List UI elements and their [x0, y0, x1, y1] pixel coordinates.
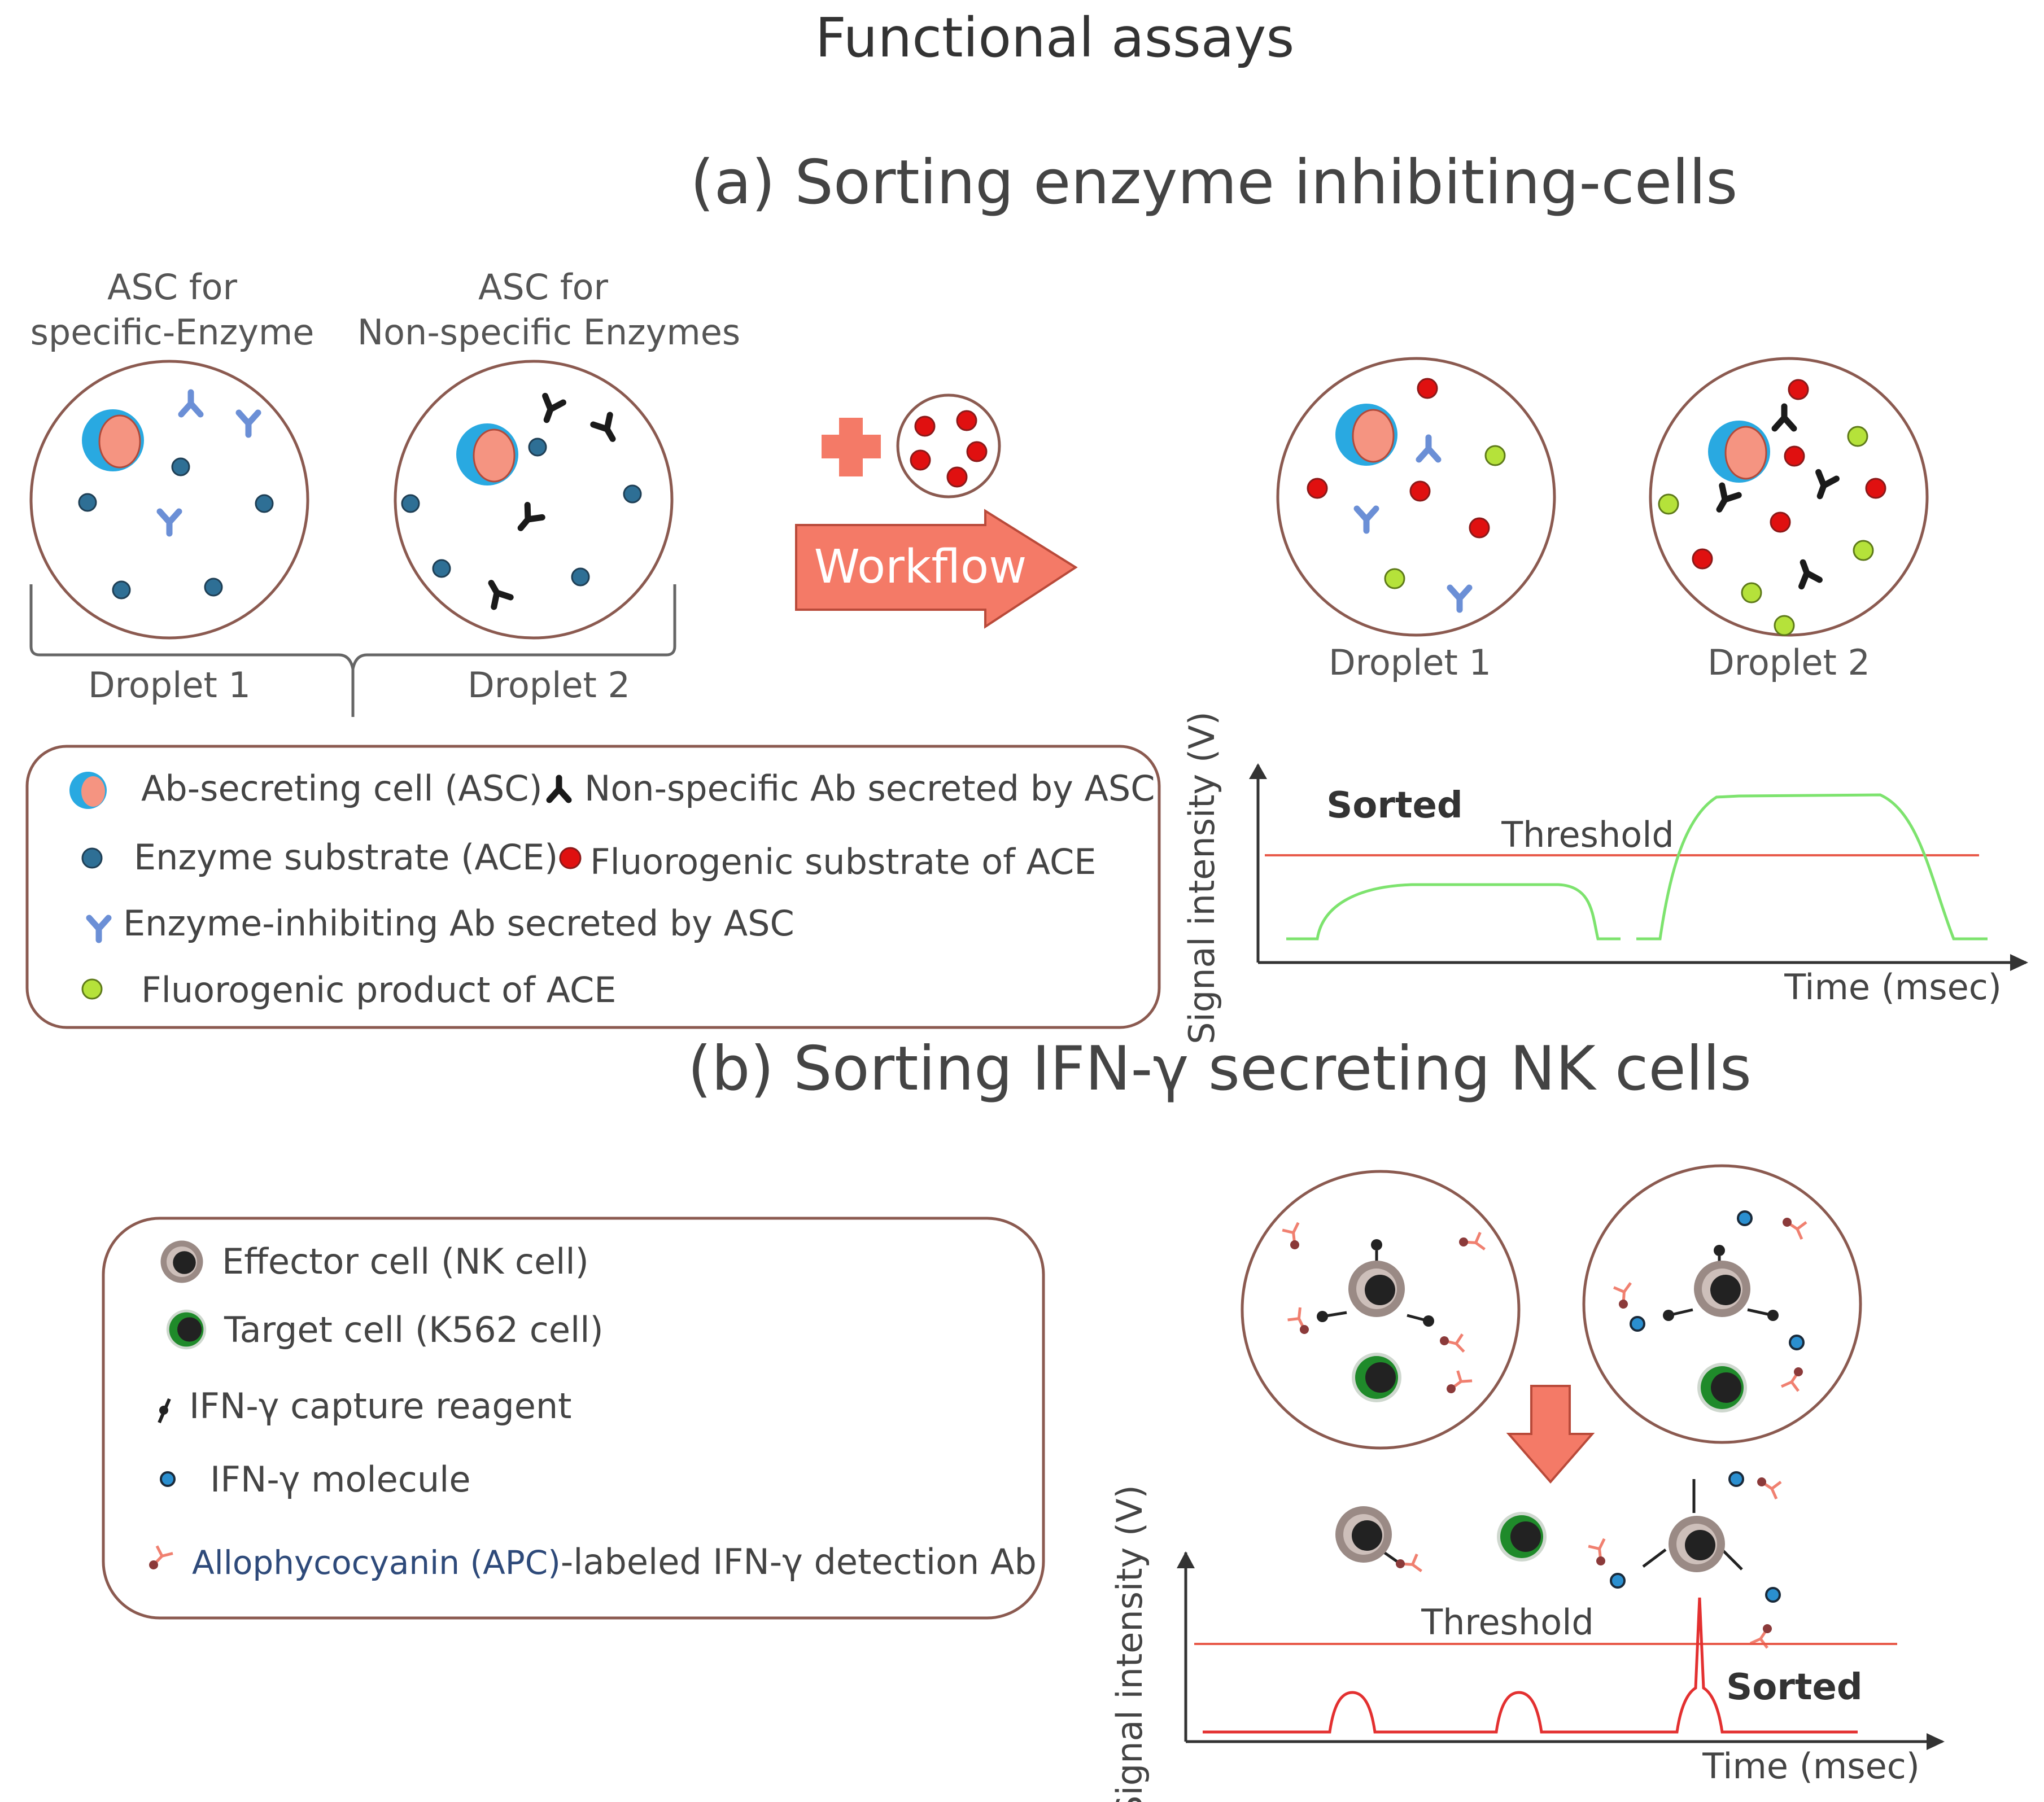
legend-target: Target cell (K562 cell) [224, 1309, 604, 1350]
substrate-legend-icon [81, 847, 103, 869]
apc-ab [1394, 1550, 1425, 1581]
fluorogenic-substrates [1307, 378, 1490, 539]
chart-b-threshold-label: Threshold [1421, 1602, 1594, 1643]
target-cell-legend-icon [166, 1309, 207, 1350]
droplet-1-before [29, 360, 309, 640]
fluorogenic-products [1658, 426, 1874, 636]
chart-a-xlabel: Time (msec) [1784, 966, 2002, 1008]
nk-cell [1669, 1516, 1725, 1572]
chart-a-sorted-label: Sorted [1326, 785, 1462, 826]
signal-peak-2 [1636, 793, 1988, 941]
inhibiting-ab-legend-icon [89, 918, 108, 940]
legend-panel-b: Effector cell (NK cell) Target cell (K56… [102, 1217, 1045, 1620]
legend-inhibiting-ab: Enzyme-inhibiting Ab secreted by ASC [123, 903, 794, 944]
chart-a-ylabel: Signal intensity (V) [1181, 711, 1222, 1044]
chart-b-sorted-label: Sorted [1726, 1667, 1862, 1708]
plus-icon [822, 418, 881, 476]
droplet-brace [29, 584, 676, 717]
ifn-molecule [1737, 1210, 1753, 1226]
legend-product: Fluorogenic product of ACE [141, 969, 616, 1011]
apc-ab [1585, 1536, 1617, 1568]
enzyme-substrates [78, 457, 274, 600]
apc-ab [1445, 1369, 1474, 1398]
legend-asc: Ab-secreting cell (ASC) [141, 768, 543, 809]
fluorogenic-substrates [1692, 379, 1886, 570]
ifn-molecule [1610, 1573, 1626, 1589]
droplet-2-label-after: Droplet 2 [1707, 642, 1870, 683]
asc-nonspecific-label-1: ASC for [478, 266, 609, 308]
product-legend-icon [81, 978, 103, 1000]
ifn-molecule [1789, 1335, 1805, 1350]
droplet-b1 [1241, 1170, 1521, 1450]
droplet-2-label-before: Droplet 2 [468, 664, 630, 706]
signal-trace-b [1203, 1597, 1858, 1734]
droplet-1-label-after: Droplet 1 [1329, 642, 1491, 683]
apc-ab [1457, 1228, 1488, 1259]
apc-ab [1439, 1330, 1468, 1358]
ifn-molecule-legend-icon [160, 1471, 176, 1487]
nonspecific-ab-legend-icon [549, 778, 569, 800]
apc-ab [1610, 1279, 1640, 1310]
figure-title: Functional assays [815, 6, 1295, 69]
effector-cell-legend-icon [160, 1240, 203, 1283]
apc-ab [1279, 1219, 1311, 1252]
legend-effector: Effector cell (NK cell) [222, 1241, 589, 1282]
capture-reagent-legend-icon [158, 1398, 171, 1424]
apc-ab [1781, 1367, 1803, 1391]
target-cell [1497, 1512, 1547, 1562]
apc-ab-legend-icon [149, 1545, 174, 1572]
asc-cell [1708, 421, 1770, 483]
legend-molecule: IFN-γ molecule [210, 1459, 471, 1500]
flowing-cells [1335, 1471, 1781, 1648]
panel-b-title: (b) Sorting IFN-γ secreting NK cells [688, 1034, 1752, 1104]
legend-detection-part: -labeled IFN-γ detection Ab [561, 1541, 1037, 1582]
ifn-molecule [1630, 1316, 1645, 1332]
nonspecific-antibodies [483, 396, 621, 607]
droplet-b2 [1582, 1164, 1862, 1444]
asc-cell [82, 409, 144, 471]
legend-panel-a: Ab-secreting cell (ASC) Non-specific Ab … [25, 745, 1161, 1029]
droplet-1-after [1276, 357, 1556, 637]
workflow-arrow: Workflow [795, 509, 1078, 629]
chart-a-threshold-label: Threshold [1501, 814, 1674, 855]
droplet-1-label-before: Droplet 1 [88, 664, 251, 706]
ifn-molecule [1728, 1471, 1744, 1487]
legend-nonspecific-ab: Non-specific Ab secreted by ASC [584, 768, 1155, 809]
fluorogenic-substrate-droplet [896, 393, 1001, 498]
target-cell [1352, 1353, 1401, 1402]
droplet-2-before [394, 360, 674, 640]
legend-apc-part: Allophycocyanin (APC) [192, 1543, 561, 1582]
chart-panel-a: Signal intensity (V) Time (msec) Thresho… [1181, 711, 2028, 1044]
fluorogenic-products [1384, 445, 1506, 589]
chart-b-xlabel: Time (msec) [1702, 1746, 1920, 1787]
asc-cell [1335, 404, 1397, 466]
chart-panel-b: Signal intensity (V) Time (msec) Thresho… [1109, 1485, 1945, 1802]
workflow-label: Workflow [814, 540, 1027, 594]
fluoro-substrate-legend-icon [559, 847, 582, 869]
ifn-molecule [1765, 1587, 1781, 1603]
asc-nonspecific-label-2: Non-specific Enzymes [357, 312, 741, 353]
asc-specific-label-2: specific-Enzyme [30, 312, 315, 353]
asc-legend-icon [69, 772, 107, 809]
legend-substrate: Enzyme substrate (ACE) [134, 837, 558, 878]
nk-cell [1694, 1261, 1750, 1317]
nk-cell [1348, 1261, 1405, 1317]
down-arrow-icon [1506, 1385, 1595, 1484]
target-cell [1697, 1363, 1747, 1412]
asc-cell [456, 423, 518, 486]
chart-b-ylabel: Signal intensity (V) [1109, 1485, 1150, 1802]
signal-peak-1 [1286, 883, 1621, 941]
legend-fluorogenic-substrate: Fluorogenic substrate of ACE [590, 841, 1096, 882]
asc-specific-label-1: ASC for [107, 266, 238, 308]
droplet-2-after [1649, 357, 1929, 637]
nk-cell [1335, 1506, 1392, 1563]
apc-ab [1757, 1477, 1781, 1499]
apc-ab [1286, 1305, 1317, 1336]
legend-detection: Allophycocyanin (APC)-labeled IFN-γ dete… [192, 1541, 1037, 1582]
apc-ab [1783, 1218, 1806, 1239]
legend-capture: IFN-γ capture reagent [189, 1385, 572, 1427]
panel-a-title: (a) Sorting enzyme inhibiting-cells [691, 147, 1738, 218]
enzyme-substrates [401, 438, 642, 587]
